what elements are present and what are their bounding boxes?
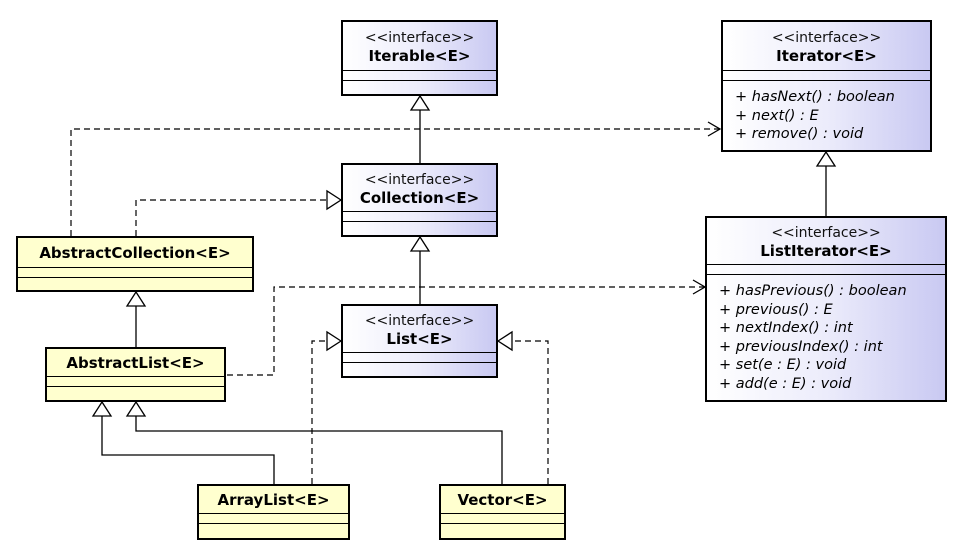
head-abstractcollection (125, 290, 147, 307)
interface-name: Iterator<E> (776, 47, 877, 65)
stereotype-label: <<interface>> (364, 30, 475, 46)
head-abstractlist-from-arraylist (91, 400, 113, 417)
interface-collection: <<interface>> Collection<E> (341, 163, 498, 237)
interface-list: <<interface>> List<E> (341, 304, 498, 378)
operation-item: + nextIndex() : int (719, 320, 853, 336)
operation-divider (343, 362, 496, 363)
edge-abstractcollection-iterator (70, 128, 720, 236)
head-iterator-dependency (707, 121, 722, 137)
operation-item: + hasPrevious() : boolean (719, 283, 907, 299)
attribute-divider (47, 376, 224, 377)
attribute-divider (343, 352, 496, 353)
operation-divider (18, 277, 252, 278)
operation-divider (707, 274, 945, 275)
operation-item: + previous() : E (719, 301, 833, 318)
attribute-divider (199, 513, 348, 514)
operation-item: + previousIndex() : int (719, 338, 883, 355)
attribute-divider (18, 267, 252, 268)
class-arraylist: ArrayList<E> (197, 484, 350, 540)
operation-divider (47, 386, 224, 387)
attribute-divider (723, 70, 930, 71)
interface-name: Collection<E> (359, 189, 480, 207)
operation-item: + set(e : E) : void (719, 357, 847, 373)
stereotype-label: <<interface>> (771, 225, 881, 241)
class-abstractlist: AbstractList<E> (45, 347, 226, 402)
interface-name: ListIterator<E> (760, 242, 892, 260)
interface-iterable: <<interface>> Iterable<E> (341, 20, 498, 96)
interface-iterator: <<interface>> Iterator<E> + hasNext() : … (721, 20, 932, 152)
class-abstractcollection: AbstractCollection<E> (16, 236, 254, 292)
stereotype-label: <<interface>> (364, 172, 475, 188)
edge-abstractcollection-collection (135, 199, 327, 236)
attribute-divider (343, 211, 496, 212)
stereotype-label: <<interface>> (364, 313, 475, 329)
attribute-divider (441, 513, 564, 514)
operation-divider (723, 80, 930, 81)
stereotype-label: <<interface>> (771, 30, 882, 46)
edge-arraylist-list (311, 340, 327, 484)
interface-listiterator: <<interface>> ListIterator<E> + hasPrevi… (705, 216, 947, 402)
head-iterable (409, 94, 431, 111)
class-name: AbstractList<E> (66, 354, 205, 372)
attribute-divider (343, 70, 496, 71)
operation-item: + remove() : void (735, 126, 864, 142)
class-vector: Vector<E> (439, 484, 566, 540)
interface-name: Iterable<E> (368, 47, 471, 65)
edge-vector-list (512, 340, 549, 484)
head-list-from-vector (496, 330, 513, 352)
head-list-from-arraylist (326, 330, 343, 352)
head-collection (409, 235, 431, 252)
interface-name: List<E> (386, 330, 453, 348)
edge-arraylist-abstractlist (101, 416, 275, 484)
operation-list: + hasNext() : boolean + next() : E + rem… (723, 88, 930, 144)
operation-divider (343, 221, 496, 222)
class-name: ArrayList<E> (217, 491, 330, 509)
operation-divider (199, 523, 348, 524)
operation-item: + add(e : E) : void (719, 375, 852, 392)
operation-divider (441, 523, 564, 524)
operation-item: + hasNext() : boolean (735, 89, 895, 105)
operation-list: + hasPrevious() : boolean + previous() :… (707, 282, 945, 393)
head-iterator (815, 150, 837, 167)
class-name: AbstractCollection<E> (39, 244, 231, 262)
edge-vector-abstractlist (135, 416, 503, 484)
edge-abstractlist-listiterator (227, 286, 705, 376)
operation-divider (343, 80, 496, 81)
head-collection-realization (326, 189, 343, 211)
attribute-divider (707, 264, 945, 265)
operation-item: + next() : E (735, 107, 819, 124)
head-abstractlist-from-vector (125, 400, 147, 417)
class-name: Vector<E> (457, 491, 548, 509)
